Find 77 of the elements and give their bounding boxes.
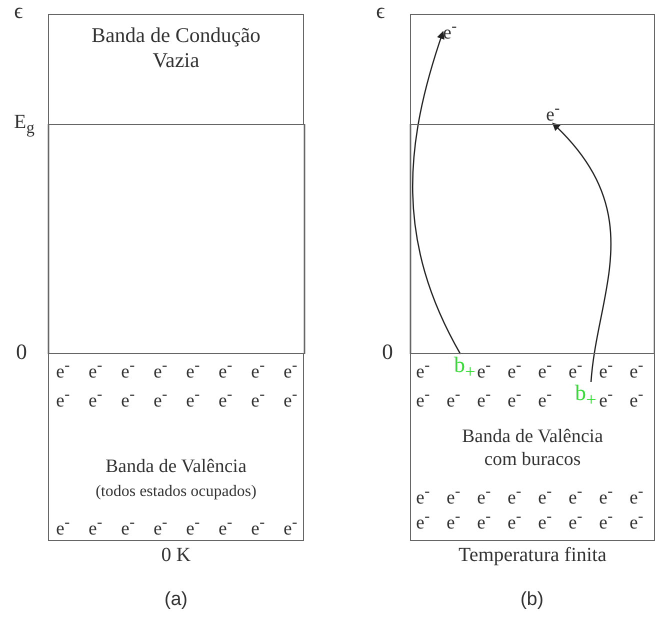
electron-symbol: e$^{-}$ bbox=[88, 358, 102, 382]
electron-symbol: e$^{-}$ bbox=[56, 358, 70, 382]
band-label: (todos estados ocupados) bbox=[94, 482, 258, 502]
electron-symbol: e$^{-}$ bbox=[154, 515, 168, 538]
electron-symbol: e$^{-}$ bbox=[218, 387, 232, 410]
axis-label: ϵ bbox=[14, 0, 23, 22]
electron-symbol: e$^{-}$ bbox=[284, 515, 298, 538]
electron-symbol: e$^{-}$ bbox=[599, 358, 613, 382]
electron-symbol: e$^{-}$ bbox=[508, 387, 522, 410]
electron-symbol: e$^{-}$ bbox=[186, 387, 200, 410]
electron-symbol: e$^{-}$ bbox=[154, 358, 168, 382]
axis-label: 0 bbox=[16, 341, 27, 363]
panel-caption: Temperatura finita bbox=[458, 545, 606, 565]
electron-symbol: e$^{-}$ bbox=[121, 515, 135, 538]
electron-symbol: e$^{-}$ bbox=[477, 509, 491, 532]
electron-symbol: e$^{-}$ bbox=[416, 509, 430, 532]
electron-symbol: e$^{-}$ bbox=[443, 19, 457, 42]
electron-symbol: e$^{-}$ bbox=[186, 515, 200, 538]
electron-symbol: e$^{-}$ bbox=[88, 387, 102, 410]
electron-symbol: e$^{-}$ bbox=[508, 509, 522, 532]
valence-band-box bbox=[410, 353, 655, 541]
electron-symbol: e$^{-}$ bbox=[538, 358, 552, 382]
electron-symbol: e$^{-}$ bbox=[538, 484, 552, 508]
band-label: Banda de Valência com buracos bbox=[460, 426, 604, 472]
axis-label: ϵ bbox=[376, 0, 385, 22]
electron-symbol: e$^{-}$ bbox=[416, 484, 430, 508]
electron-symbol: e$^{-}$ bbox=[508, 484, 522, 508]
electron-symbol: e$^{-}$ bbox=[218, 358, 232, 382]
electron-symbol: e$^{-}$ bbox=[121, 358, 135, 382]
electron-symbol: e$^{-}$ bbox=[477, 484, 491, 508]
transition-arrow bbox=[412, 30, 461, 354]
band-label: Banda de Condução Vazia bbox=[90, 23, 262, 74]
panel-caption: 0 K bbox=[161, 545, 191, 565]
axis-label: 0 bbox=[382, 341, 393, 363]
electron-symbol: e$^{-}$ bbox=[599, 509, 613, 532]
panel-label: (a) bbox=[164, 590, 188, 609]
electron-symbol: e$^{-}$ bbox=[251, 387, 265, 410]
electron-symbol: e$^{-}$ bbox=[284, 387, 298, 410]
electron-symbol: e$^{-}$ bbox=[446, 387, 460, 410]
electron-symbol: e$^{-}$ bbox=[538, 387, 552, 410]
electron-symbol: e$^{-}$ bbox=[630, 509, 644, 532]
axis-label: E$_{g}$ bbox=[14, 112, 35, 137]
electron-symbol: e$^{-}$ bbox=[446, 509, 460, 532]
transition-arrow bbox=[552, 122, 612, 382]
electron-symbol: e$^{-}$ bbox=[251, 515, 265, 538]
electron-symbol: e$^{-}$ bbox=[284, 358, 298, 382]
electron-symbol: e$^{-}$ bbox=[546, 101, 560, 124]
hole-symbol: b$_{+}$ bbox=[454, 354, 476, 381]
electron-symbol: e$^{-}$ bbox=[88, 515, 102, 538]
band-label: Banda de Valência bbox=[104, 456, 248, 479]
conduction-band-box bbox=[410, 14, 655, 125]
electron-symbol: e$^{-}$ bbox=[186, 358, 200, 382]
electron-symbol: e$^{-}$ bbox=[121, 387, 135, 410]
electron-symbol: e$^{-}$ bbox=[599, 484, 613, 508]
electron-symbol: e$^{-}$ bbox=[508, 358, 522, 382]
electron-symbol: e$^{-}$ bbox=[477, 387, 491, 410]
electron-symbol: e$^{-}$ bbox=[477, 358, 491, 382]
electron-symbol: e$^{-}$ bbox=[568, 358, 582, 382]
electron-symbol: e$^{-}$ bbox=[446, 484, 460, 508]
electron-symbol: e$^{-}$ bbox=[218, 515, 232, 538]
electron-symbol: e$^{-}$ bbox=[416, 387, 430, 410]
electron-symbol: e$^{-}$ bbox=[630, 387, 644, 410]
valence-band-box bbox=[48, 353, 304, 541]
conduction-band-box bbox=[48, 14, 304, 125]
electron-symbol: e$^{-}$ bbox=[56, 515, 70, 538]
electron-symbol: e$^{-}$ bbox=[538, 509, 552, 532]
electron-symbol: e$^{-}$ bbox=[251, 358, 265, 382]
electron-symbol: e$^{-}$ bbox=[630, 484, 644, 508]
electron-symbol: e$^{-}$ bbox=[568, 484, 582, 508]
panel-label: (b) bbox=[520, 590, 544, 609]
electron-symbol: e$^{-}$ bbox=[630, 358, 644, 382]
electron-symbol: e$^{-}$ bbox=[599, 387, 613, 410]
electron-symbol: e$^{-}$ bbox=[416, 358, 430, 382]
electron-symbol: e$^{-}$ bbox=[56, 387, 70, 410]
hole-symbol: b$_{+}$ bbox=[575, 382, 596, 409]
electron-symbol: e$^{-}$ bbox=[154, 387, 168, 410]
electron-symbol: e$^{-}$ bbox=[568, 509, 582, 532]
